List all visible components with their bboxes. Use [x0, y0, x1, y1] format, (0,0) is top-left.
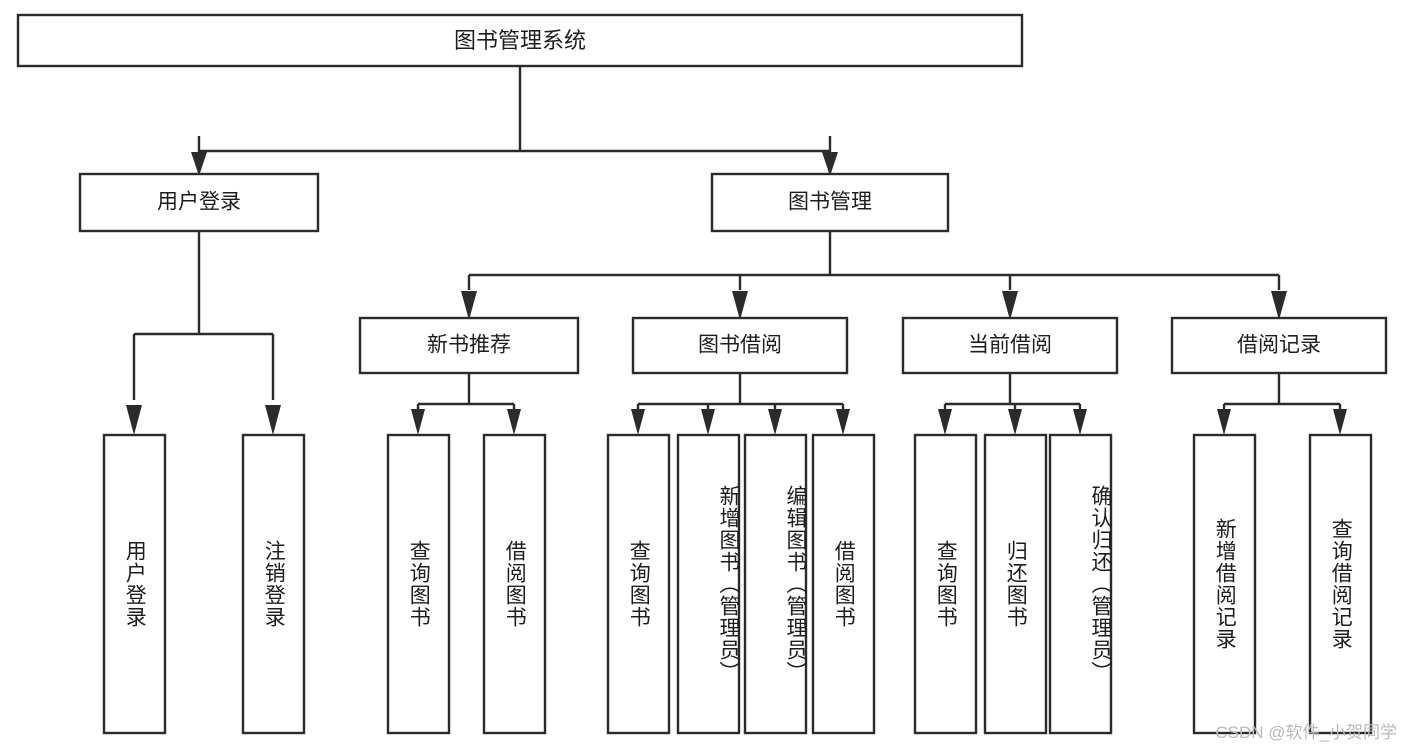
arrowhead-leaf-query-record: [1333, 409, 1347, 435]
arrowhead-leaf-borrow-book-1: [507, 409, 521, 435]
arrowhead-leaf-edit-book: [768, 409, 782, 435]
arrowhead-leaf-add-book: [701, 409, 715, 435]
node-layer: 图书管理系统 用户登录 图书管理 新书推荐 图书借阅: [16, 13, 1388, 735]
leaf-box-return-book[interactable]: [983, 433, 1048, 735]
arrowhead-leaf-logout: [265, 405, 281, 435]
leaf-node-layer: [102, 433, 1373, 735]
csdn-watermark: CSDN @软件_小贺同学: [1215, 723, 1397, 742]
node-borrowing-record[interactable]: 借阅记录: [1170, 316, 1388, 375]
leaf-box-logout[interactable]: [241, 433, 306, 735]
node-current-borrowing[interactable]: 当前借阅: [901, 316, 1119, 375]
node-book-borrowing-label: 图书借阅: [698, 334, 782, 357]
node-root-label: 图书管理系统: [454, 28, 586, 53]
node-book-management[interactable]: 图书管理: [710, 172, 950, 233]
arrowhead-current-borrow: [1002, 291, 1018, 320]
arrowhead-new-book-rec: [461, 291, 477, 320]
arrowhead-leaf-query-book-3: [938, 409, 952, 435]
arrowhead-borrow-record: [1271, 291, 1287, 320]
leaf-box-add-book[interactable]: [676, 433, 741, 735]
arrowhead-leaf-confirm-return: [1073, 409, 1087, 435]
node-root[interactable]: 图书管理系统: [16, 13, 1024, 68]
leaf-box-add-record[interactable]: [1192, 433, 1257, 735]
leaf-box-query-record[interactable]: [1308, 433, 1373, 735]
leaf-box-query-book-3[interactable]: [913, 433, 978, 735]
node-borrowing-record-label: 借阅记录: [1237, 334, 1321, 357]
node-book-management-label: 图书管理: [788, 191, 872, 214]
leaf-box-borrow-book-2[interactable]: [811, 433, 876, 735]
arrowhead-book-borrow: [732, 291, 748, 320]
arrowhead-leaf-user-login: [126, 405, 142, 435]
node-current-borrowing-label: 当前借阅: [968, 334, 1052, 357]
arrowhead-user-login: [191, 152, 207, 176]
leaf-box-confirm-return[interactable]: [1048, 433, 1113, 735]
leaf-box-borrow-book-1[interactable]: [482, 433, 547, 735]
node-new-book-recommendation[interactable]: 新书推荐: [358, 316, 580, 375]
arrowhead-leaf-return-book: [1008, 409, 1022, 435]
connector-layer: [126, 66, 1347, 435]
leaf-box-query-book-2[interactable]: [606, 433, 671, 735]
arrowhead-leaf-borrow-book-2: [836, 409, 850, 435]
node-book-borrowing[interactable]: 图书借阅: [631, 316, 849, 375]
leaf-box-edit-book[interactable]: [743, 433, 808, 735]
leaf-box-query-book-1[interactable]: [386, 433, 451, 735]
leaf-box-user-login[interactable]: [102, 433, 167, 735]
arrowhead-leaf-add-record: [1217, 409, 1231, 435]
arrowhead-book-mgmt: [822, 152, 838, 176]
node-user-login-label: 用户登录: [157, 191, 241, 214]
node-new-book-recommendation-label: 新书推荐: [427, 334, 511, 357]
node-user-login[interactable]: 用户登录: [78, 172, 320, 233]
arrowhead-leaf-query-book-2: [631, 409, 645, 435]
arrowhead-leaf-query-book-1: [411, 409, 425, 435]
